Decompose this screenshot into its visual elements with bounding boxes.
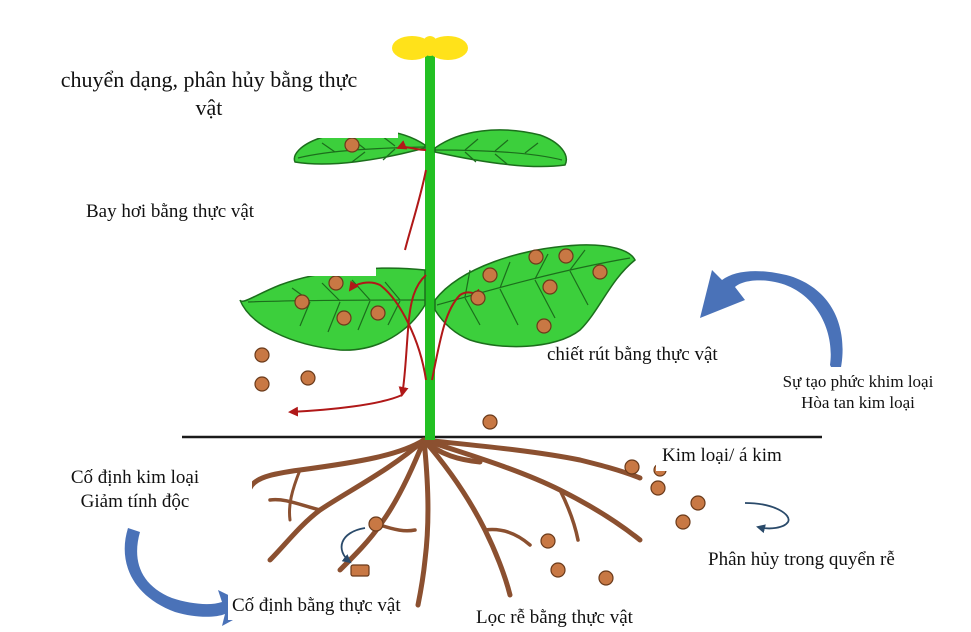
label-phytotransformation: chuyển dạng, phân hủy bằng thực vật — [20, 64, 398, 138]
label-complexation-line2: Hòa tan kim loại — [754, 392, 962, 413]
label-immobilization: Cố định kim loại Giảm tính độc — [18, 462, 252, 528]
label-phytostabilization: Cố định bằng thực vật — [228, 592, 405, 620]
root-system — [250, 440, 640, 605]
label-phytoextraction: chiết rút bằng thực vật — [543, 341, 722, 369]
label-rhizofiltration: Lọc rễ bằng thực vật — [472, 604, 637, 632]
label-immobilization-line2: Giảm tính độc — [18, 490, 252, 514]
curved-arrow-icon — [745, 503, 789, 528]
label-phytotransformation-line2: vật — [20, 94, 398, 122]
label-phytotransformation-line1: chuyển dạng, phân hủy bằng thực — [20, 66, 398, 94]
label-metal-metalloid: Kim loại/ á kim — [656, 441, 826, 471]
label-immobilization-line1: Cố định kim loại — [18, 466, 252, 490]
label-complexation: Sự tạo phức khim loại Hòa tan kim loại — [752, 367, 964, 418]
label-phytovolatilization-text: Bay hơi bằng thực vật — [86, 201, 254, 222]
label-complexation-line1: Sự tạo phức khim loại — [754, 371, 962, 392]
label-phytovolatilization: Bay hơi bằng thực vật — [72, 186, 376, 276]
label-rhizodegradation: Phân hủy trong quyển rễ — [704, 546, 899, 574]
plant-stem — [425, 52, 435, 440]
